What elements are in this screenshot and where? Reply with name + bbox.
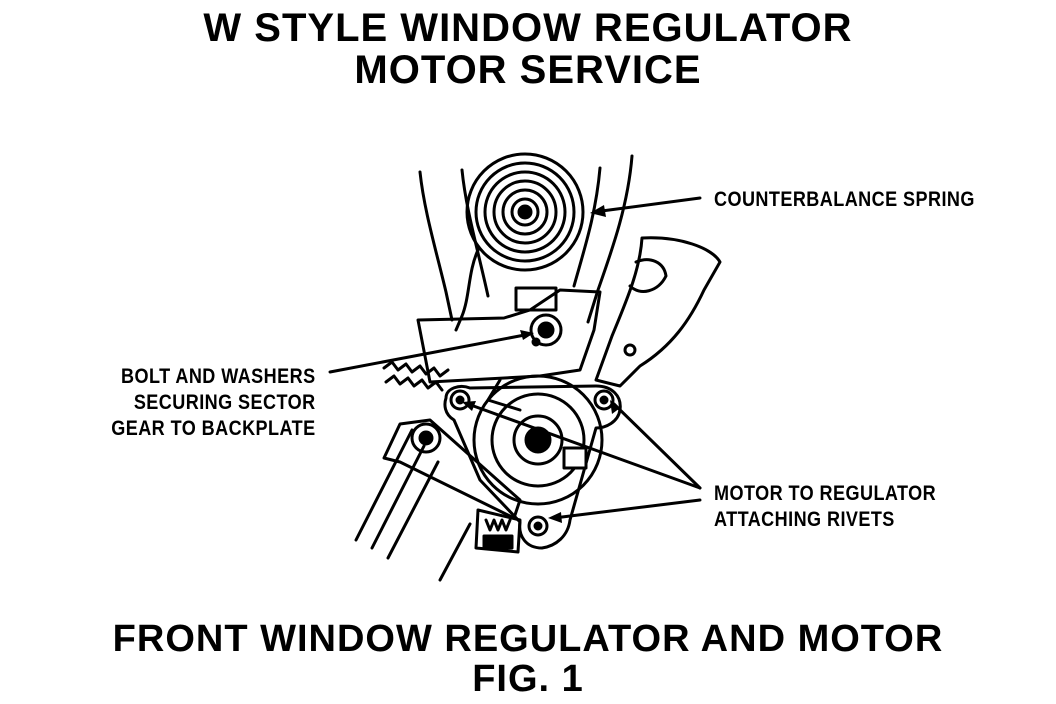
bolt-and-washers-label: BOLT AND WASHERS SECURING SECTOR GEAR TO… [112, 364, 316, 442]
motor-rivet-left [449, 389, 471, 411]
arm-rivet [410, 422, 442, 454]
counterbalance-spring [465, 152, 585, 272]
backplate-left-inner [460, 168, 490, 298]
backplate-right-edge [586, 154, 634, 324]
plate-hole [623, 343, 637, 357]
motor-rivets-label: MOTOR TO REGULATOR ATTACHING RIVETS [714, 481, 936, 533]
rivet-arrowhead-3 [548, 512, 562, 523]
motor-housing [472, 374, 604, 506]
spring-tail [454, 248, 480, 332]
callout-line: COUNTERBALANCE SPRING [714, 188, 975, 211]
window-channel-inner [370, 444, 426, 550]
bolt-washer [531, 337, 541, 347]
figure-caption-line-1: FRONT WINDOW REGULATOR AND MOTOR [112, 618, 944, 660]
spring-arrowhead [590, 205, 606, 217]
motor-connector [474, 508, 522, 554]
counterbalance-spring-label: COUNTERBALANCE SPRING [714, 187, 975, 213]
callout-line: SECURING SECTOR [134, 391, 316, 414]
rivet-leader-line-3 [552, 498, 702, 520]
motor-rivet-right [593, 389, 615, 411]
backplate-right-inner [572, 166, 602, 288]
sector-gear-teeth [382, 360, 450, 392]
sector-notch [628, 258, 668, 293]
callout-line: ATTACHING RIVETS [714, 508, 895, 531]
motor-rivet-bottom [527, 515, 549, 537]
spring-leader-line [592, 196, 702, 214]
bolt-leader-line [328, 332, 532, 374]
bolt-bracket [416, 288, 602, 384]
window-channel-outer [354, 428, 472, 582]
bolt-arrowhead [520, 330, 534, 340]
motor-assembly [443, 374, 622, 550]
lower-arm [382, 418, 522, 520]
rivet-arrowhead-2 [610, 400, 620, 414]
rivet-leader-line-2 [612, 402, 702, 490]
page-title-line-2: MOTOR SERVICE [354, 48, 702, 92]
rivet-arrowhead-1 [462, 401, 476, 411]
figure-caption-line-2: FIG. 1 [472, 658, 584, 700]
callout-line: GEAR TO BACKPLATE [111, 417, 316, 440]
spring-clip [514, 286, 558, 312]
sector-gear-plate [594, 236, 722, 388]
page-title-line-1: W STYLE WINDOW REGULATOR [203, 6, 853, 50]
sector-bolt [529, 313, 563, 347]
callout-line: BOLT AND WASHERS [121, 365, 316, 388]
rivet-leader-line-1 [466, 402, 702, 490]
backplate-left-edge [418, 170, 454, 322]
motor-flange [443, 384, 622, 550]
callout-line: MOTOR TO REGULATOR [714, 482, 937, 505]
